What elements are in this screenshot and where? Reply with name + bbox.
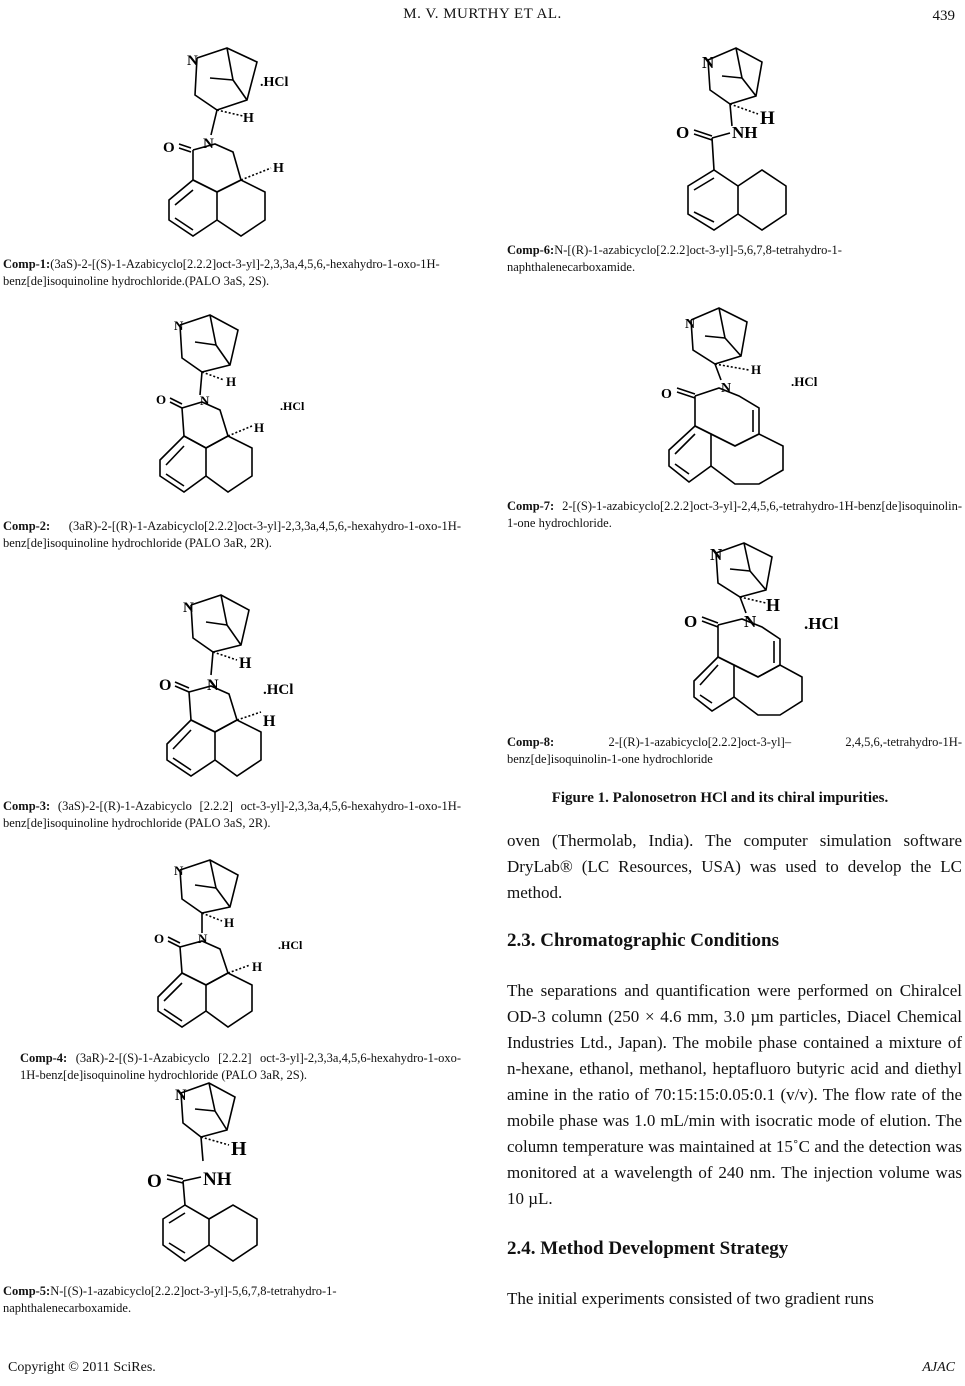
svg-text:NH: NH — [732, 123, 758, 142]
structure-comp-8: N H N O .HCl — [680, 535, 860, 725]
page-number: 439 — [932, 8, 956, 24]
svg-text:.HCl: .HCl — [791, 374, 818, 389]
structure-comp-5: N H NH O — [145, 1075, 275, 1275]
caption-comp-4: Comp-4: (3aR)-2-[(S)-1-Azabicyclo [2.2.2… — [20, 1051, 461, 1082]
svg-text:H: H — [751, 362, 761, 377]
svg-text:.HCl: .HCl — [804, 614, 839, 633]
heading-2-3: 2.3. Chromatographic Conditions — [507, 930, 780, 951]
svg-text:N: N — [175, 1087, 187, 1104]
figure-title: Figure 1. Palonosetron HCl and its chira… — [551, 790, 889, 806]
paragraph-1: oven (Thermolab, India). The computer si… — [507, 831, 962, 902]
page-footer: Copyright © 2011 SciRes. AJAC — [0, 1360, 965, 1380]
caption-comp-7: Comp-7: 2-[(S)-1-azabicyclo[2.2.2]oct-3-… — [507, 499, 962, 530]
svg-text:O: O — [684, 612, 697, 631]
svg-text:H: H — [224, 915, 234, 930]
svg-text:N: N — [174, 318, 184, 333]
svg-text:NH: NH — [203, 1169, 232, 1190]
running-head: M. V. MURTHY ET AL. — [403, 6, 562, 22]
caption-comp-3: Comp-3: (3aS)-2-[(R)-1-Azabicyclo [2.2.2… — [3, 799, 461, 830]
caption-comp-5: Comp-5:N-[(S)-1-azabicyclo[2.2.2]oct-3-y… — [3, 1284, 337, 1315]
svg-text:.HCl: .HCl — [280, 399, 305, 413]
structure-comp-1: N .HCl H N O H — [155, 40, 305, 245]
svg-text:H: H — [226, 374, 236, 389]
svg-text:N: N — [710, 545, 723, 564]
svg-text:N: N — [207, 677, 219, 694]
svg-text:O: O — [147, 1171, 162, 1192]
svg-text:N: N — [183, 600, 194, 616]
svg-text:O: O — [154, 931, 164, 946]
structure-comp-2: N H N O .HCl H — [150, 310, 315, 510]
paragraph-2: The separations and quantification were … — [507, 981, 962, 1208]
svg-text:N: N — [702, 53, 715, 72]
heading-2-4: 2.4. Method Development Strategy — [507, 1238, 789, 1259]
structure-comp-6: N H NH O — [672, 40, 807, 245]
svg-text:N: N — [721, 381, 731, 396]
svg-text:H: H — [254, 420, 264, 435]
svg-text:N: N — [200, 393, 210, 408]
svg-text:O: O — [661, 387, 672, 402]
svg-text:N: N — [203, 136, 214, 152]
svg-text:H: H — [263, 713, 276, 730]
structure-comp-7: N H N O .HCl — [655, 300, 840, 495]
svg-text:H: H — [760, 108, 775, 129]
caption-comp-6: Comp-6:N-[(R)-1-azabicyclo[2.2.2]oct-3-y… — [507, 243, 842, 274]
svg-text:N: N — [187, 53, 198, 69]
svg-text:O: O — [163, 140, 175, 156]
svg-text:H: H — [273, 161, 284, 176]
structure-comp-4: N H N O .HCl H — [148, 855, 318, 1040]
svg-text:H: H — [239, 655, 252, 672]
caption-comp-1: Comp-1:(3aS)-2-[(S)-1-Azabicyclo[2.2.2]o… — [3, 257, 440, 288]
journal-name: AJAC — [922, 1360, 955, 1375]
structure-comp-3: N H N O .HCl H — [155, 590, 315, 790]
page-header: M. V. MURTHY ET AL. 439 — [0, 4, 965, 32]
svg-text:H: H — [243, 111, 254, 126]
svg-text:O: O — [159, 677, 171, 694]
svg-text:N: N — [198, 931, 208, 946]
svg-text:H: H — [252, 959, 262, 974]
paragraph-3: The initial experiments consisted of two… — [507, 1289, 874, 1308]
svg-text:H: H — [766, 595, 780, 615]
caption-comp-2: Comp-2: (3aR)-2-[(R)-1-Azabicyclo[2.2.2]… — [3, 519, 461, 550]
svg-text:.HCl: .HCl — [278, 938, 303, 952]
svg-text:N: N — [744, 612, 757, 631]
svg-text:O: O — [156, 392, 166, 407]
svg-text:H: H — [231, 1138, 247, 1160]
svg-text:O: O — [676, 123, 689, 142]
svg-text:N: N — [174, 863, 184, 878]
svg-text:N: N — [685, 317, 695, 332]
svg-text:.HCl: .HCl — [263, 682, 293, 698]
svg-text:.HCl: .HCl — [260, 75, 289, 90]
caption-comp-8: Comp-8: 2-[(R)-1-azabicyclo[2.2.2]oct-3-… — [507, 735, 962, 766]
copyright: Copyright © 2011 SciRes. — [8, 1360, 156, 1375]
